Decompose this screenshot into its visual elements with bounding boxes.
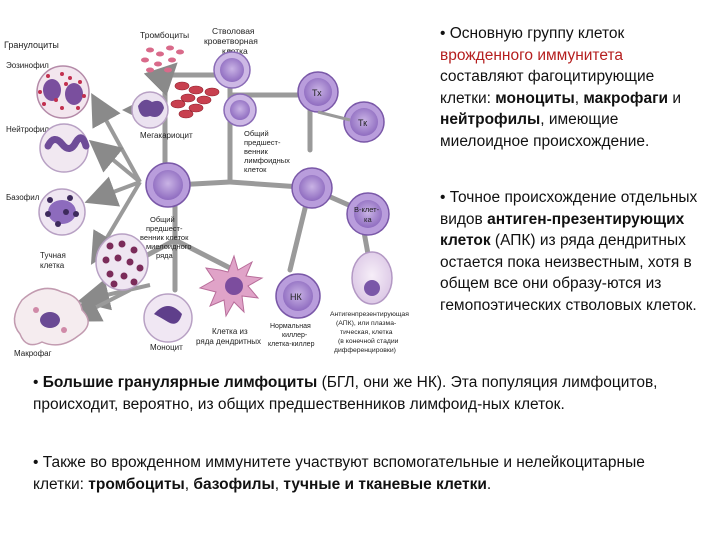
label-apc-4: (в конечной стадии: [338, 337, 399, 345]
p1-sep: ,: [574, 89, 584, 107]
p1-highlight-innate-immunity: врожденного иммунитета: [440, 46, 624, 64]
mast-cell: [95, 233, 149, 291]
label-myeloid-prec-1: Общий: [150, 215, 175, 224]
p3-bullet: •: [33, 374, 43, 391]
paragraph-auxiliary-cells: • Также во врожденном иммунитете участву…: [33, 452, 693, 495]
myeloid-precursor-cell: [145, 162, 191, 208]
hematopoiesis-diagram: Гранулоциты Эозинофил Нейтрофил Базофил: [4, 26, 409, 358]
p3-lgl: Большие гранулярные лимфоциты: [42, 374, 318, 391]
p2-intro: • Точное происхождение отдельных видов: [440, 189, 698, 228]
label-apc-3: тическая, клетка: [340, 329, 393, 336]
nk-cell: НК: [275, 273, 321, 319]
label-nk: НК: [290, 292, 302, 302]
label-monocyte: Моноцит: [150, 343, 183, 352]
platelets-cluster: [141, 45, 184, 73]
paragraph-phagocytes: • Основную группу клеток врожденного имм…: [440, 23, 702, 152]
label-dendritic-1: Клетка из: [212, 327, 248, 336]
label-myeloid-prec-4: миелоидного: [146, 242, 192, 251]
p1-intro: • Основную группу клеток: [440, 25, 625, 42]
p1-and: и: [668, 89, 682, 107]
label-b-cell-2: ка: [364, 215, 372, 224]
megakaryocyte-cell: [131, 91, 169, 129]
label-b-cell-1: В-клет-: [354, 205, 380, 214]
label-mast-cell-2: клетка: [40, 261, 65, 270]
th-cell: Тх: [297, 71, 339, 113]
label-myeloid-prec-5: ряда: [156, 251, 174, 260]
b-cell: В-клет- ка: [346, 192, 390, 236]
label-apc-1: Антигенпрезентирующая: [330, 311, 409, 318]
paragraph-apc: • Точное происхождение отдельных видов а…: [440, 187, 702, 316]
p2-end: (АПК) из ряда дендритных остается пока н…: [440, 232, 697, 314]
p1-end: , имеющие миелоидное происхождение.: [440, 111, 650, 150]
label-platelets: Тромбоциты: [140, 30, 189, 40]
neutrophil-cell: [39, 123, 90, 173]
label-tk: Тк: [358, 118, 367, 128]
p2-apc: антиген-презентирующих клеток: [440, 210, 685, 250]
label-lymph-prec-4: лимфоидных: [244, 156, 290, 165]
p3-end: (БГЛ, они же НК). Эта популяция лимфоцит…: [33, 374, 658, 413]
label-lymph-prec-2: предшест-: [244, 138, 281, 147]
label-stem-1: Стволовая: [212, 26, 255, 36]
label-stem-3: клетка: [222, 46, 248, 56]
p4-sep-1: ,: [184, 475, 194, 493]
p1-monocytes: моноциты: [495, 89, 575, 107]
label-megakaryocyte: Мегакариоцит: [140, 131, 193, 140]
p4-sep-2: ,: [274, 475, 284, 493]
label-apc-5: дифференцировки): [334, 347, 396, 354]
tk-cell: Тк: [343, 101, 385, 143]
monocyte-cell: [143, 293, 193, 343]
p4-intro: • Также во врожденном иммунитете участву…: [33, 454, 645, 493]
lymphoid-precursor-cell: [223, 93, 257, 127]
label-nk-2: киллер-: [282, 332, 308, 339]
label-mast-cell-1: Тучная: [40, 251, 66, 260]
dendritic-cell: [198, 254, 264, 318]
p1-text: составляют фагоцитирующие клетки:: [440, 68, 655, 107]
p4-platelets: тромбоциты: [88, 475, 185, 493]
label-nk-1: Нормальная: [270, 323, 311, 330]
label-granulocytes: Гранулоциты: [4, 40, 59, 50]
stem-cell: [213, 51, 251, 89]
plasma-cell: [351, 251, 393, 305]
label-macrophage: Макрофаг: [14, 349, 52, 358]
label-stem-2: кроветворная: [204, 36, 258, 46]
paragraph-lgl: • Большие гранулярные лимфоциты (БГЛ, он…: [33, 372, 693, 415]
erythrocytes-cluster: [170, 81, 220, 119]
label-dendritic-2: ряда дендритных: [196, 337, 261, 346]
label-myeloid-prec-3: венник клеток: [140, 233, 189, 242]
label-myeloid-prec-2: предшест-: [146, 224, 183, 233]
label-basophil: Базофил: [6, 193, 40, 202]
p4-mast-tissue-cells: тучные и тканевые клетки: [283, 475, 487, 493]
label-eosinophil: Эозинофил: [6, 61, 49, 70]
label-lymph-prec-3: венник: [244, 147, 269, 156]
label-neutrophil: Нейтрофил: [6, 125, 49, 134]
label-lymph-prec-1: Общий: [244, 129, 269, 138]
p1-macrophages: макрофаги: [583, 89, 669, 107]
lymphoid-branch-cell: [291, 167, 333, 209]
eosinophil-cell: [36, 65, 90, 119]
label-th: Тх: [312, 88, 322, 98]
label-nk-3: клетка-киллер: [268, 341, 315, 348]
macrophage-cell: [13, 287, 89, 346]
label-lymph-prec-5: клеток: [244, 165, 267, 174]
p4-end: .: [486, 475, 492, 493]
p1-neutrophils: нейтрофилы: [440, 111, 541, 128]
basophil-cell: [38, 188, 86, 236]
p4-basophils: базофилы: [193, 475, 275, 493]
label-apc-2: (АПК), или плазма-: [336, 320, 396, 327]
